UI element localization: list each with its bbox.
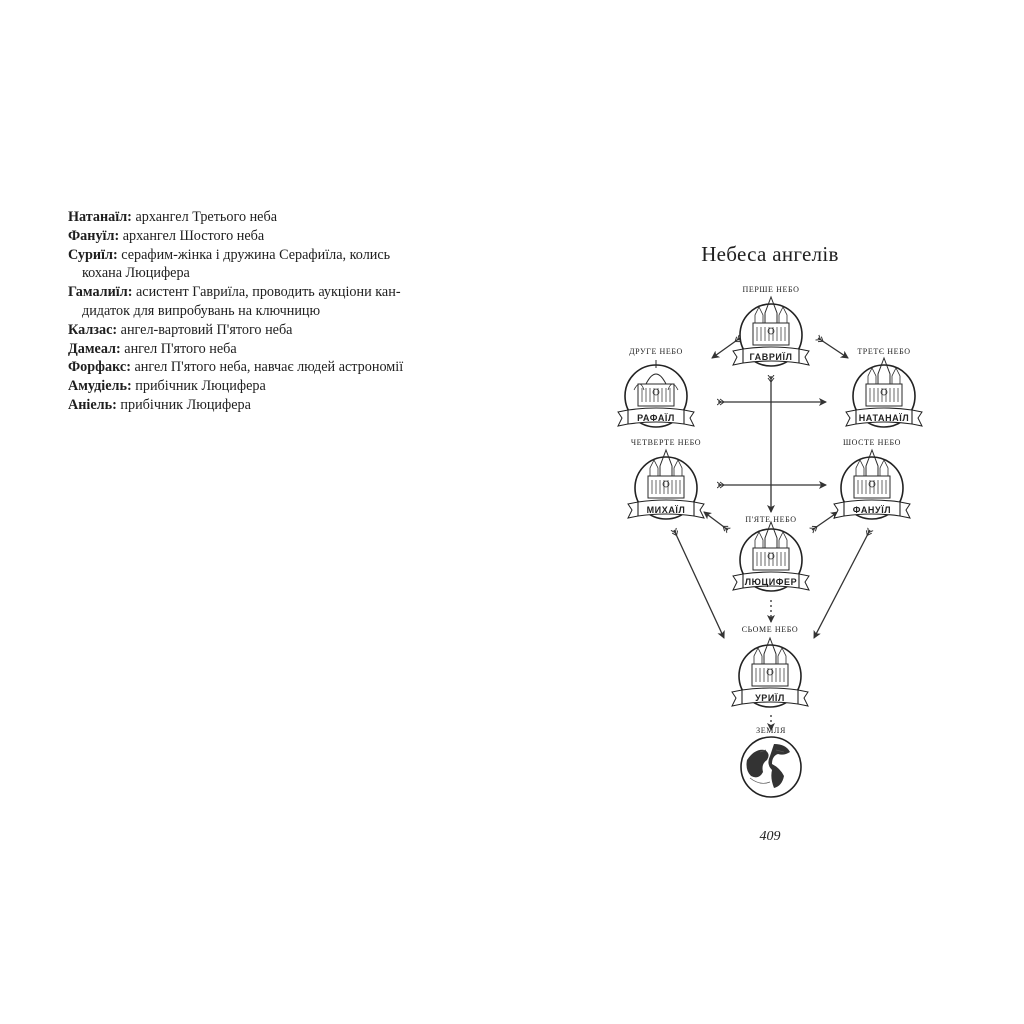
cathedral-icon	[865, 356, 903, 407]
angel-name: МИХАЇЛ	[647, 505, 686, 515]
heaven-label: ТРЕТЄ НЕБО	[857, 347, 910, 356]
diagram-arrows	[674, 338, 870, 731]
diagram-arrow	[818, 338, 848, 358]
diagram-arrow	[704, 512, 728, 530]
earth: ЗЕМЛЯ	[740, 726, 802, 798]
heavens-diagram-page: Небеса ангелів ПЕРШЕ НЕБО ГАВРИЇЛ ДРУГЕ НЕ…	[600, 230, 940, 870]
glossary-term: Дамеал:	[68, 340, 121, 357]
cathedral-icon	[752, 295, 790, 346]
globe-continent	[768, 744, 790, 788]
heaven-node-third: ТРЕТЄ НЕБО НАТАНАЇЛ	[845, 347, 923, 428]
cathedral-icon	[752, 520, 790, 571]
glossary-term: Натанаїл:	[68, 209, 132, 225]
glossary-definition-continued: кохана Люцифера	[82, 265, 190, 282]
glossary-term: Форфакс:	[68, 359, 131, 376]
glossary-entry: Натанаїл: архангел Третього неба	[68, 208, 448, 227]
glossary-entry: Калзас: ангел-вартовий П'ятого неба	[68, 321, 448, 340]
glossary-entry: Дамеал: ангел П'ятого неба	[68, 340, 448, 359]
glossary-entry: Фануїл: архангел Шостого неба	[68, 227, 448, 246]
angel-name: РАФАЇЛ	[637, 413, 675, 423]
cathedral-icon	[853, 448, 891, 499]
glossary-term: Аніель:	[68, 396, 117, 413]
angel-name: НАТАНАЇЛ	[859, 413, 910, 423]
glossary: Натанаїл: архангел Третього неба Фануїл:…	[68, 208, 448, 415]
glossary-entry: Форфакс: ангел П'ятого неба, навчає люде…	[68, 358, 448, 377]
globe-continent	[746, 749, 769, 778]
earth-label: ЗЕМЛЯ	[756, 726, 786, 735]
heaven-label: СЬОМЕ НЕБО	[742, 625, 799, 634]
heaven-node-fourth: ЧЕТВЕРТЕ НЕБО МИХАЇЛ	[627, 438, 705, 520]
heaven-node-fifth: П'ЯТЕ НЕБО ЛЮЦИФЕР	[732, 515, 810, 592]
glossary-definition: прибічник Люцифера	[120, 396, 251, 413]
heaven-node-first: ПЕРШЕ НЕБО ГАВРИЇЛ	[732, 285, 810, 367]
heaven-node-sixth: ШОСТЕ НЕБО ФАНУЇЛ	[833, 438, 911, 520]
glossary-definition: ангел П'ятого неба	[124, 340, 237, 357]
diagram-title: Небеса ангелів	[701, 242, 839, 266]
glossary-definition: серафим-жінка і дружина Серафиїла, колис…	[121, 246, 391, 263]
glossary-definition-continued: дидаток для випробувань на ключницю	[82, 302, 321, 319]
angel-name: ГАВРИЇЛ	[749, 352, 792, 362]
cathedral-icon	[647, 448, 685, 499]
diagram-nodes: ПЕРШЕ НЕБО ГАВРИЇЛ ДРУГЕ НЕБО РАФАЇЛ ТРЕТЄ Н…	[617, 285, 923, 708]
cathedral-icon	[751, 636, 789, 687]
heaven-node-seventh: СЬОМЕ НЕБО УРИЇЛ	[731, 625, 809, 708]
heaven-label: П'ЯТЕ НЕБО	[745, 515, 796, 524]
diagram-arrow	[712, 338, 740, 358]
glossary-term: Фануїл:	[68, 227, 120, 244]
glossary-entry: Гамалиїл: асистент Гавриїла, проводить а…	[68, 283, 448, 321]
angel-name: ФАНУЇЛ	[853, 505, 891, 515]
glossary-term: Гамалиїл:	[68, 284, 133, 301]
diagram-arrow	[674, 530, 724, 638]
heavens-diagram: ПЕРШЕ НЕБО ГАВРИЇЛ ДРУГЕ НЕБО РАФАЇЛ ТРЕТЄ Н…	[617, 285, 923, 798]
heaven-label: ЧЕТВЕРТЕ НЕБО	[631, 438, 701, 447]
glossary-entry: Аніель: прибічник Люцифера	[68, 396, 448, 415]
heaven-node-second: ДРУГЕ НЕБО РАФАЇЛ	[617, 347, 695, 428]
heaven-label: ШОСТЕ НЕБО	[843, 438, 901, 447]
glossary-term: Калзас:	[68, 321, 118, 338]
glossary-entry: Амудіель: прибічник Люцифера	[68, 377, 448, 396]
glossary-definition: асистент Гавриїла, проводить аукціони ка…	[135, 284, 401, 301]
glossary-entry: Суриїл: серафим-жінка і дружина Серафиїл…	[68, 246, 448, 284]
angel-name: ЛЮЦИФЕР	[745, 577, 798, 587]
glossary-definition: прибічник Люцифера	[135, 378, 266, 395]
glossary-definition: ангел-вартовий П'ятого неба	[120, 321, 293, 338]
heaven-label: ПЕРШЕ НЕБО	[742, 285, 799, 294]
glossary-term: Суриїл:	[68, 246, 118, 263]
glossary-definition: архангел Третього неба	[135, 209, 277, 225]
glossary-term: Амудіель:	[68, 378, 132, 395]
diagram-arrow	[813, 530, 870, 638]
cathedral-icon	[633, 360, 679, 407]
diagram-arrow	[812, 512, 838, 530]
angel-name: УРИЇЛ	[755, 693, 785, 703]
glossary-definition: архангел Шостого неба	[122, 227, 265, 244]
glossary-definition: ангел П'ятого неба, навчає людей астроно…	[134, 359, 404, 376]
heaven-label: ДРУГЕ НЕБО	[629, 347, 683, 356]
page-number: 409	[759, 829, 781, 844]
